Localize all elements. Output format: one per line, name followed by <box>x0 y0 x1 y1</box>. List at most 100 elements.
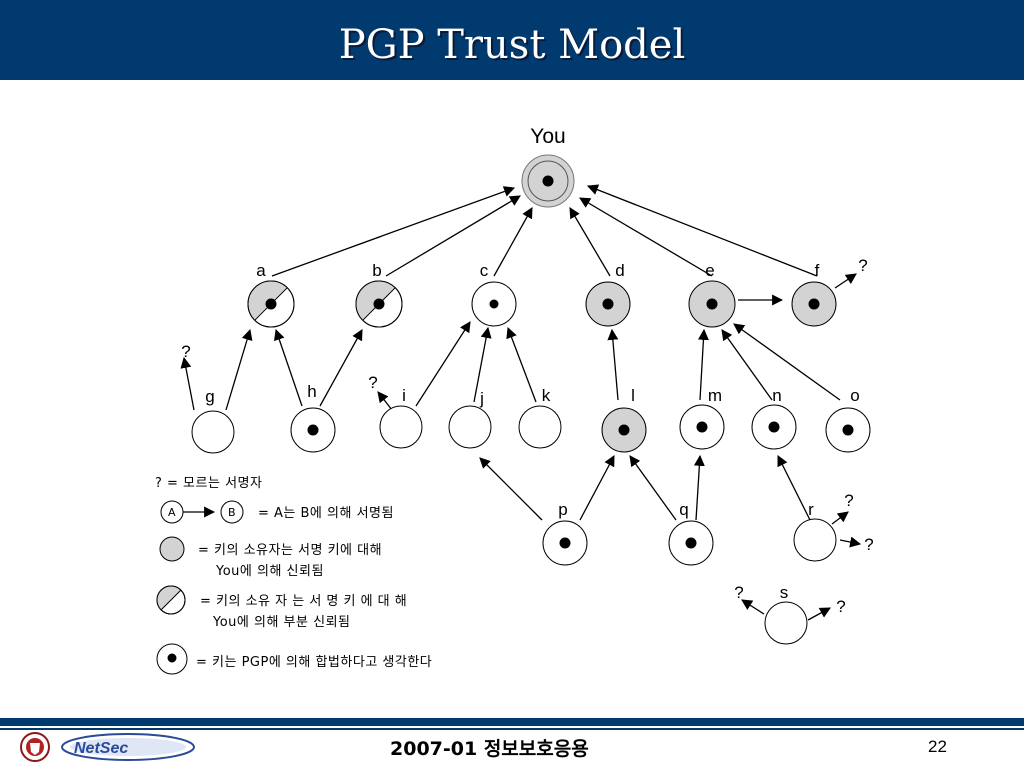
legend: ? = 모르는 서명자 A B = A는 B에 의해 서명됨 = 키의 소유자는… <box>155 476 432 675</box>
legend-node-a <box>160 500 184 524</box>
edge-a-you <box>271 186 516 277</box>
edge-f-you <box>586 184 818 277</box>
netsec-logo-text: NetSec <box>74 740 128 757</box>
edge-i-unknown <box>377 391 393 411</box>
title-bar: PGP Trust Model <box>0 0 1024 80</box>
legend-partial-line2: You에 의해 부분 신뢰됨 <box>212 615 350 630</box>
node-o <box>825 407 871 453</box>
unknown-s1: ? <box>734 583 743 602</box>
unknown-f: ? <box>858 256 867 275</box>
edge-r-n <box>777 455 811 521</box>
label-h: h <box>307 382 316 401</box>
edge-s-unknown1 <box>741 599 765 615</box>
node-r <box>793 518 837 562</box>
label-q: q <box>679 500 688 519</box>
node-j <box>448 405 492 449</box>
node-g <box>191 410 235 454</box>
node-p <box>542 520 588 566</box>
edge-b-you <box>385 195 521 277</box>
node-f <box>791 281 837 327</box>
edge-q-m <box>693 454 705 521</box>
legend-partial-icon <box>156 585 186 615</box>
footer-line <box>0 728 1024 730</box>
node-k <box>518 405 562 449</box>
edge-h-b <box>319 329 363 407</box>
legend-legit: = 키는 PGP에 의해 합법하다고 생각한다 <box>196 655 432 670</box>
unknown-g: ? <box>181 342 190 361</box>
university-seal-icon <box>20 732 50 762</box>
node-d <box>585 281 631 327</box>
legend-unknown: ? = 모르는 서명자 <box>155 476 262 491</box>
label-a: a <box>256 261 266 280</box>
node-i <box>379 405 423 449</box>
edge-p-l <box>579 455 615 521</box>
label-p: p <box>558 500 567 519</box>
node-a <box>247 280 295 328</box>
edge-e-you <box>579 197 713 277</box>
pgp-trust-diagram: You a b c d e f g h i j k l m n o p q r … <box>155 125 874 675</box>
unknown-s2: ? <box>836 597 845 616</box>
node-h <box>290 407 336 453</box>
node-l <box>601 407 647 453</box>
edge-q-l <box>629 455 677 521</box>
unknown-r2: ? <box>864 535 873 554</box>
edge-f-unknown <box>834 273 857 289</box>
node-q <box>668 520 714 566</box>
node-labels: You a b c d e f g h i j k l m n o p q r … <box>205 125 859 602</box>
edge-r-unknown2 <box>839 536 862 548</box>
legend-partial-line1: = 키의 소유 자 는 서 명 키 에 대 해 <box>200 594 407 609</box>
label-j: j <box>479 389 484 408</box>
footer-bar <box>0 718 1024 726</box>
edge-p-j <box>479 457 543 521</box>
edge-o-e <box>733 323 841 401</box>
legend-trusted-line1: = 키의 소유자는 서명 키에 대해 <box>198 543 382 558</box>
legend-trusted-icon <box>159 536 185 562</box>
edge-d-you <box>569 207 611 277</box>
edge-i-c <box>415 321 471 407</box>
node-c <box>471 281 517 327</box>
node-n <box>751 404 797 450</box>
netsec-logo: NetSec <box>61 733 195 761</box>
legend-node-a-label: A <box>168 506 176 519</box>
unknown-marks: ? ? ? ? ? ? ? <box>181 256 873 616</box>
unknown-i: ? <box>368 373 377 392</box>
unknown-r1: ? <box>844 491 853 510</box>
footer-course-title: 2007-01 정보보호응용 <box>390 738 589 760</box>
label-c: c <box>480 261 489 280</box>
edge-l-d <box>607 328 619 401</box>
label-l: l <box>631 386 635 405</box>
label-e: e <box>705 261 714 280</box>
edge-g-unknown <box>180 356 195 411</box>
edge-r-unknown1 <box>831 511 849 525</box>
edge-k-c <box>506 326 537 403</box>
label-o: o <box>850 386 859 405</box>
node-e <box>688 280 736 328</box>
node-s <box>764 601 808 645</box>
node-b <box>355 280 403 328</box>
label-g: g <box>205 387 214 406</box>
legend-node-b-label: B <box>228 506 236 519</box>
legend-trusted-line2: You에 의해 신뢰됨 <box>215 564 324 579</box>
edge-m-e <box>697 328 709 401</box>
page-number: 22 <box>928 737 947 756</box>
label-k: k <box>542 386 551 405</box>
label-you: You <box>530 125 565 148</box>
legend-node-b <box>220 500 244 524</box>
label-f: f <box>815 261 820 280</box>
nodes <box>191 154 871 645</box>
label-d: d <box>615 261 624 280</box>
label-n: n <box>772 386 781 405</box>
edges <box>180 184 862 621</box>
node-you <box>521 154 575 208</box>
node-m <box>679 404 725 450</box>
label-m: m <box>708 386 722 405</box>
edge-c-you <box>493 207 533 277</box>
page-title: PGP Trust Model <box>338 22 686 68</box>
label-i: i <box>402 386 406 405</box>
edge-s-unknown2 <box>807 607 831 621</box>
legend-signed: = A는 B에 의해 서명됨 <box>258 506 394 521</box>
legend-legit-icon <box>156 643 188 675</box>
edge-h-a <box>274 328 303 407</box>
label-s: s <box>780 583 789 602</box>
edge-j-c <box>473 326 492 403</box>
